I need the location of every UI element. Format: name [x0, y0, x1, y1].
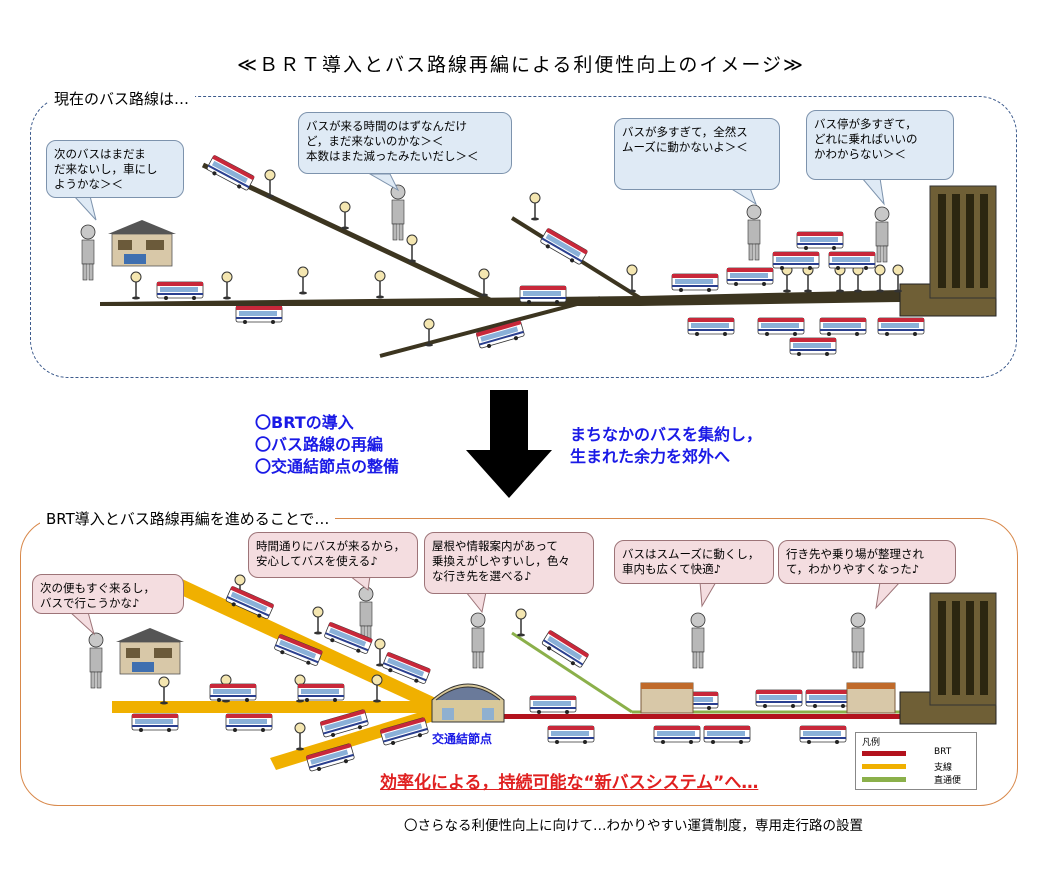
house-icon [115, 627, 185, 675]
person-icon [88, 632, 104, 689]
current-bus-network [100, 162, 997, 358]
person-icon [850, 612, 866, 669]
new-system-title: BRT導入とバス路線再編を進めることで… [40, 508, 336, 529]
strategy-line-2: 生まれた余力を郊外へ [570, 447, 731, 466]
speech-bubble: 行き先や乗り場が整理され て，わかりやすくなった♪ [778, 540, 956, 584]
measure-3: 〇交通結節点の整備 [255, 457, 400, 476]
current-routes-title: 現在のバス路線は… [48, 88, 196, 109]
buses-top [156, 154, 925, 357]
bubble-tails-bottom [68, 575, 902, 636]
person-icon [746, 204, 762, 261]
speech-bubble: 時間通りにバスが来るから， 安心してバスを使える♪ [248, 532, 418, 578]
person-icon [390, 184, 406, 241]
city-center-building-icon [929, 185, 997, 299]
legend-swatch [862, 751, 906, 756]
house-icon [107, 219, 177, 267]
person-icon [470, 612, 486, 669]
legend-label: 支線 [934, 763, 953, 773]
measure-2: 〇バス路線の再編 [255, 435, 384, 454]
legend-swatch [862, 764, 906, 769]
speech-bubble: バスはスムーズに動くし， 車内も広くて快適♪ [614, 540, 774, 584]
current-routes-panel [30, 96, 1017, 378]
legend-item: 直通便 [860, 773, 972, 786]
legend-swatch [862, 777, 906, 782]
person-icon [358, 586, 374, 643]
transit-hub-label: 交通結節点 [432, 732, 493, 746]
speech-bubble: 次の便もすぐ来るし， バスで行こうかな♪ [32, 574, 184, 614]
legend-item: 支線 [860, 760, 972, 773]
legend-label: BRT [934, 747, 952, 757]
speech-bubble: 屋根や情報案内があって 乗換えがしやすいし，色々 な行き先を選べる♪ [424, 532, 594, 594]
legend-title: 凡例 [862, 738, 881, 748]
speech-bubble: 次のバスはまだま だ来ないし，車にし ようかな＞＜ [46, 140, 184, 198]
speech-bubble: バス停が多すぎて， どれに乗ればいいの かわからない＞＜ [806, 110, 954, 180]
diagram-title: ≪ＢＲＴ導入とバス路線再編による利便性向上のイメージ≫ [237, 54, 805, 76]
slogan: 効率化による，持続可能な“新バスシステム”へ… [380, 773, 759, 793]
strategy-line-1: まちなかのバスを集約し， [570, 425, 763, 444]
down-arrow-icon [466, 390, 552, 498]
speech-bubble: バスが多すぎて，全然ス ムーズに動かないよ＞＜ [614, 118, 780, 190]
transit-hub-icon [431, 683, 505, 723]
new-system-panel [20, 518, 1018, 806]
shelter-icons [640, 682, 896, 714]
person-icon [80, 224, 96, 281]
footer-note: 〇さらなる利便性向上に向けて…わかりやすい運賃制度，専用走行路の設置 [404, 818, 863, 834]
person-icon [874, 206, 890, 263]
legend: 凡例 BRT 支線 直通便 [855, 732, 977, 790]
city-center-building-icon [929, 592, 997, 706]
bubble-tails-top [72, 173, 885, 221]
legend-label: 直通便 [934, 776, 962, 786]
person-icon [690, 612, 706, 669]
measure-1: 〇BRTの導入 [255, 413, 354, 432]
speech-bubble: バスが来る時間のはずなんだけ ど，まだ来ないのかな＞＜ 本数はまた減ったみたいだ… [298, 112, 512, 174]
legend-item: BRT [860, 747, 972, 758]
